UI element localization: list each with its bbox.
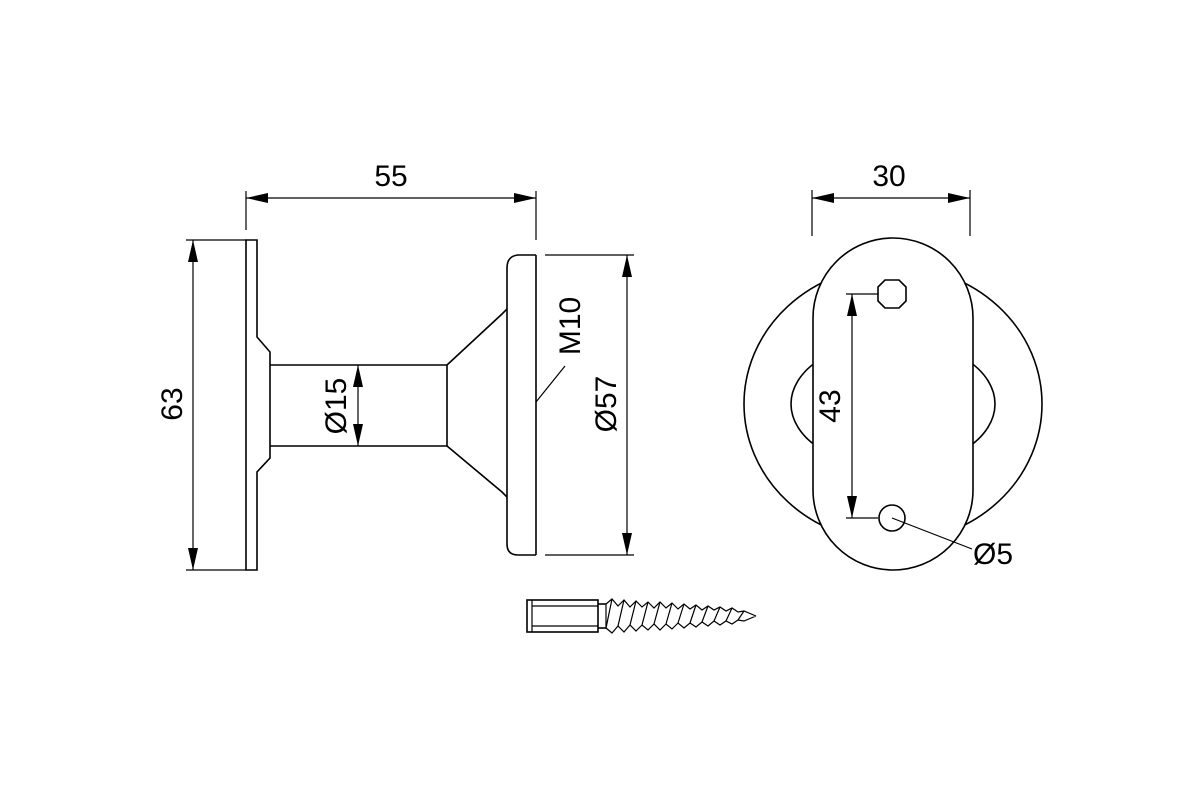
mounting-plate-side xyxy=(245,239,271,571)
front-view: 30 43 Ø5 xyxy=(743,160,1043,571)
hanger-bolt xyxy=(526,598,757,634)
dimension-30-label: 30 xyxy=(872,160,905,193)
dimension-63-label: 63 xyxy=(156,387,189,420)
screw-hole-top xyxy=(877,279,907,309)
dimension-57: Ø57 xyxy=(545,254,634,556)
screw-hole-bottom xyxy=(878,504,906,532)
dimension-m10: M10 xyxy=(535,297,587,403)
bolt-wood-screw xyxy=(605,598,757,634)
dimension-63: 63 xyxy=(156,239,246,571)
dimension-43-label: 43 xyxy=(814,389,847,422)
dimension-55-label: 55 xyxy=(374,160,407,193)
dimension-m10-label: M10 xyxy=(554,297,587,355)
oval-mounting-plate xyxy=(812,237,974,571)
rosette-side xyxy=(506,254,536,556)
dimension-15-label: Ø15 xyxy=(320,378,353,435)
dimension-57-label: Ø57 xyxy=(590,376,623,433)
dimension-43: 43 xyxy=(814,293,878,519)
dimension-5-label: Ø5 xyxy=(973,538,1013,571)
dimension-55: 55 xyxy=(245,160,537,240)
side-view: 55 63 Ø15 M10 xyxy=(156,160,634,571)
dimension-30: 30 xyxy=(811,160,971,236)
dimension-15: Ø15 xyxy=(320,365,363,446)
bolt-machine-thread xyxy=(526,599,599,633)
dimension-5: Ø5 xyxy=(891,517,1013,571)
cone-flange xyxy=(446,308,508,498)
